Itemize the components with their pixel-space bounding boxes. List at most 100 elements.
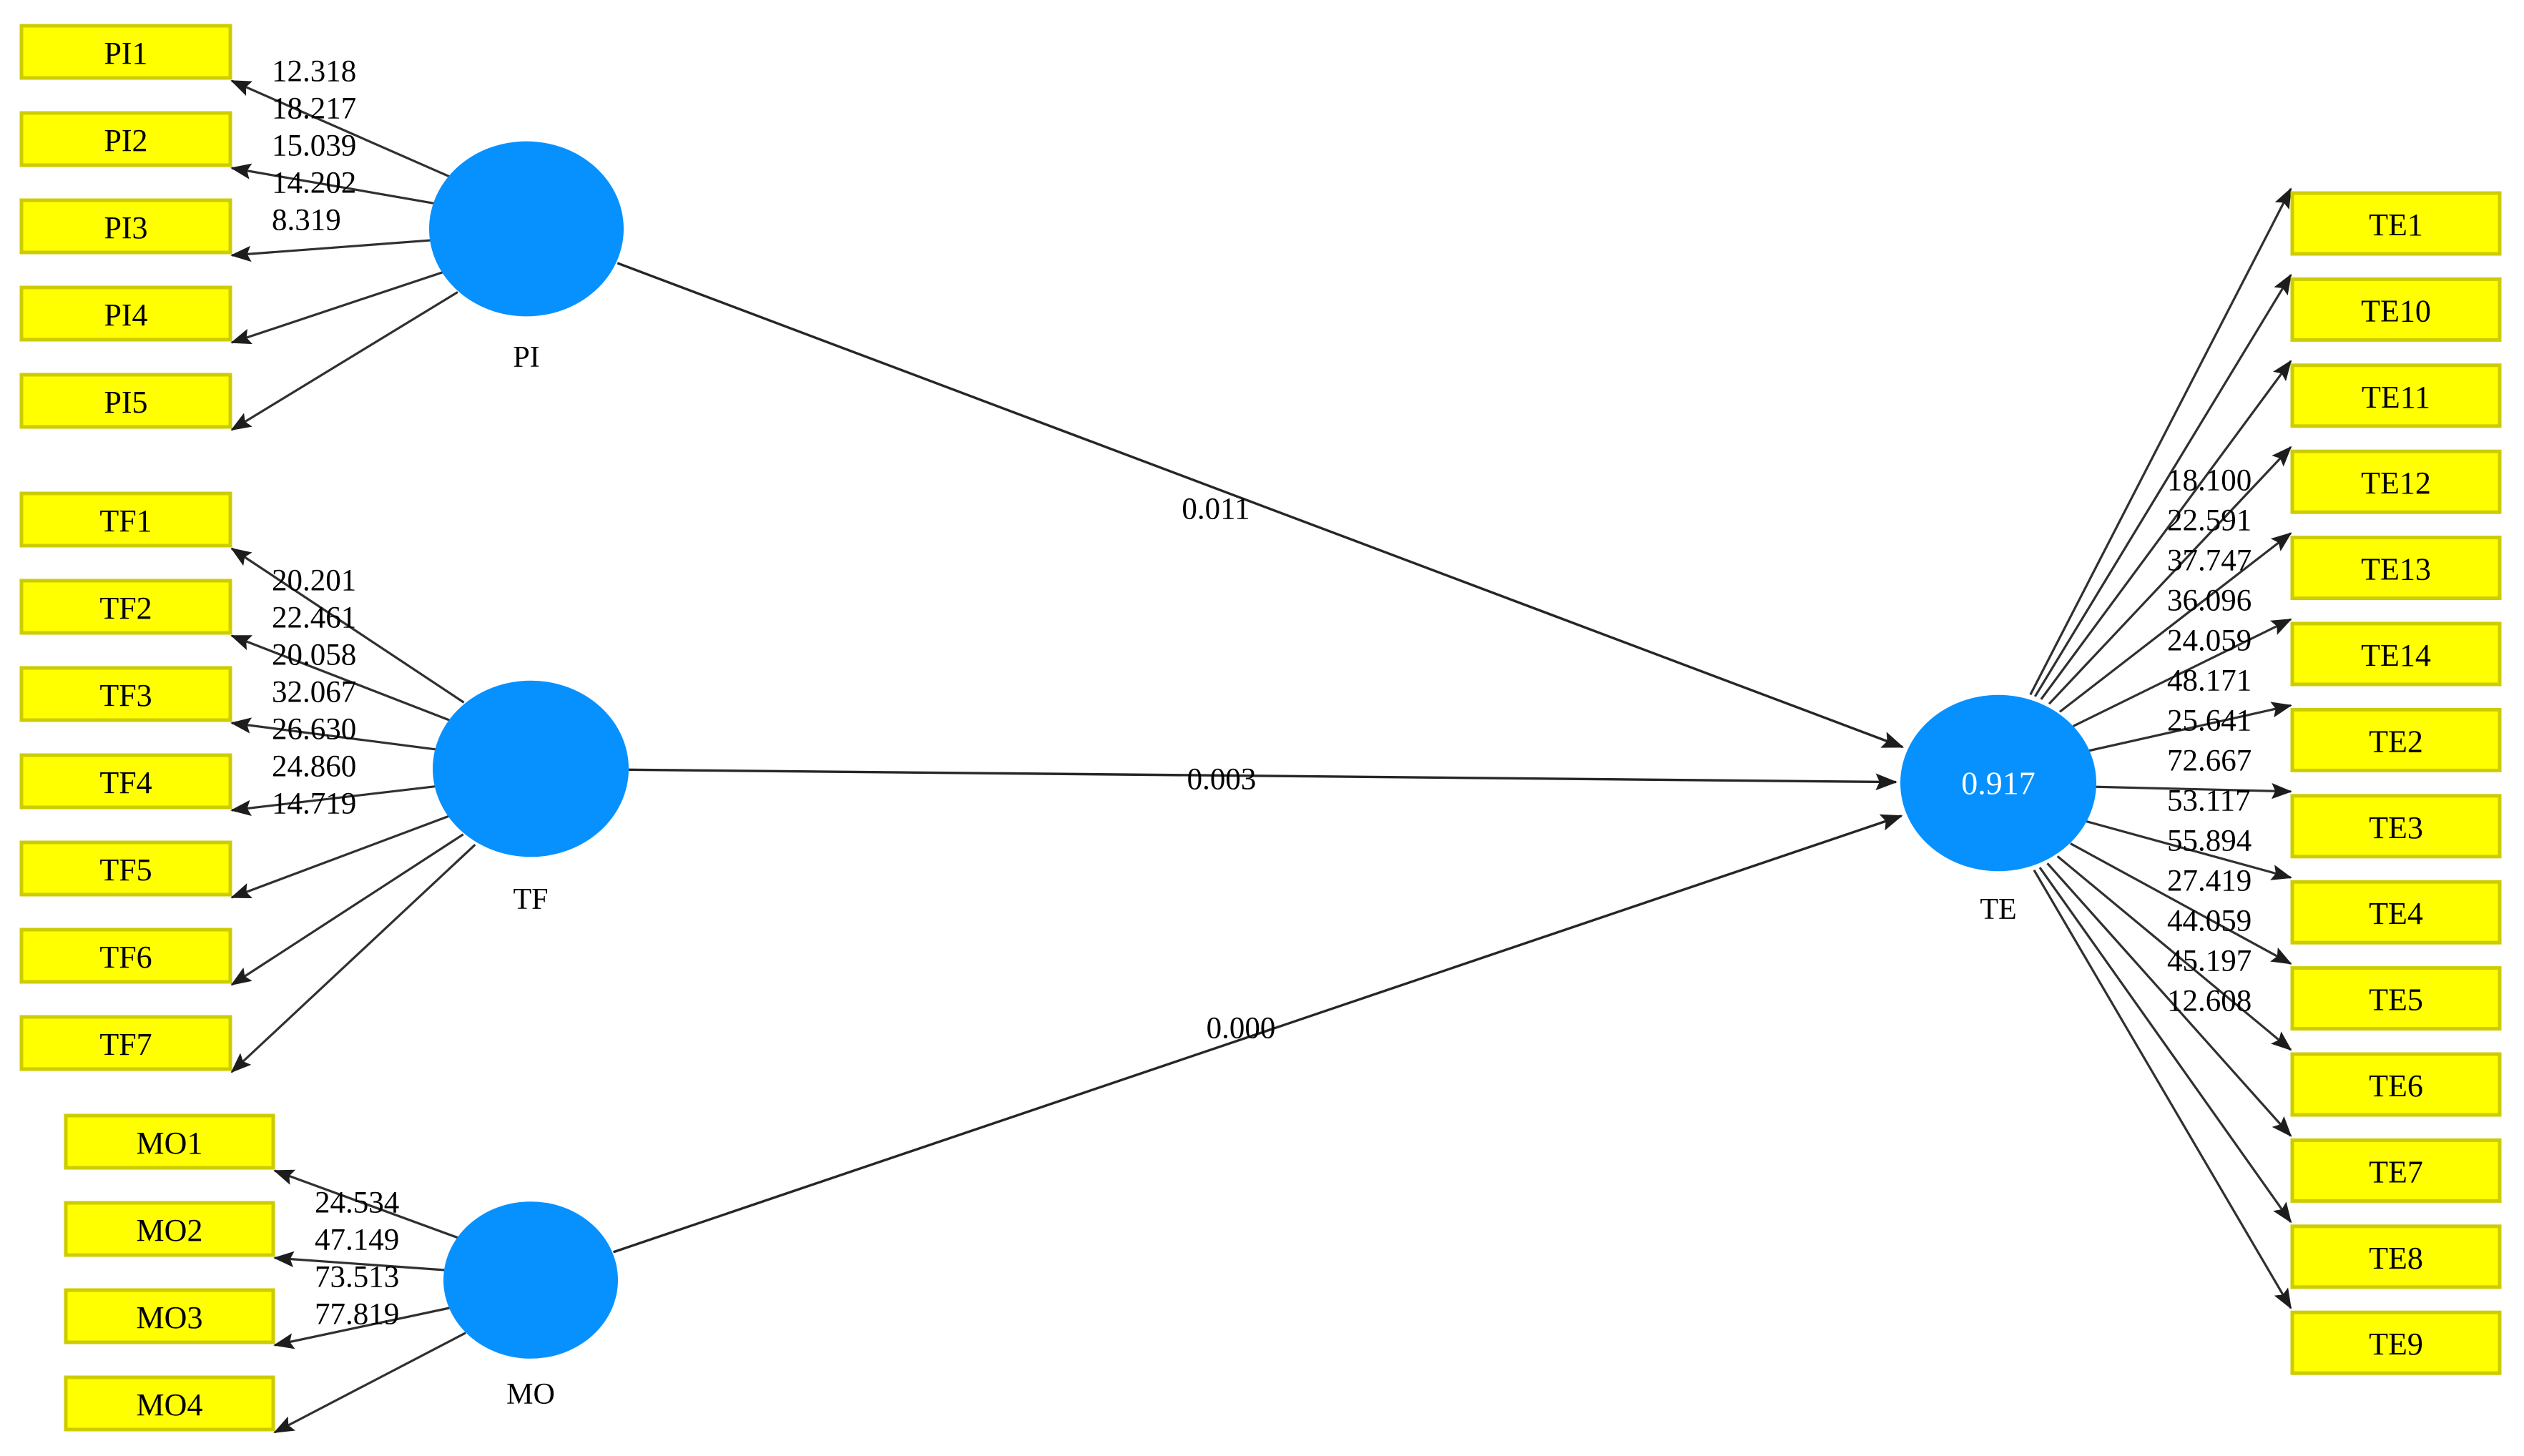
- indicator-box-TF4[interactable]: [19, 753, 232, 810]
- indicator-box-MO3[interactable]: [64, 1288, 275, 1344]
- indicator-box-TF5[interactable]: [19, 840, 232, 897]
- indicator-TF4[interactable]: TF4: [19, 753, 232, 810]
- indicator-box-TE5[interactable]: [2290, 966, 2502, 1031]
- loading-value-TE12: 36.096: [2167, 584, 2252, 618]
- loading-value-PI3: 15.039: [272, 129, 356, 163]
- indicator-TE14[interactable]: TE14: [2290, 621, 2502, 687]
- loading-value-TF5: 26.630: [272, 713, 356, 747]
- indicator-box-TE14[interactable]: [2290, 621, 2502, 687]
- measurement-arrow-PI3: [230, 239, 434, 262]
- indicator-label-TE13: TE13: [2361, 552, 2431, 587]
- indicator-box-PI1[interactable]: [19, 24, 232, 80]
- indicator-box-TF1[interactable]: [19, 491, 232, 548]
- indicator-TE4[interactable]: TE4: [2290, 880, 2502, 945]
- indicator-TE5[interactable]: TE5: [2290, 966, 2502, 1031]
- indicator-TF3[interactable]: TF3: [19, 666, 232, 722]
- indicator-box-TE10[interactable]: [2290, 277, 2502, 342]
- measurement-arrow-TF3: [230, 717, 439, 752]
- indicator-MO3[interactable]: MO3: [64, 1288, 275, 1344]
- latent-variable-MO[interactable]: MO: [443, 1201, 618, 1411]
- indicator-box-TE11[interactable]: [2290, 363, 2502, 428]
- indicator-box-TE3[interactable]: [2290, 794, 2502, 859]
- indicator-TE2[interactable]: TE2: [2290, 707, 2502, 772]
- indicator-TF6[interactable]: TF6: [19, 928, 232, 984]
- indicator-box-TE12[interactable]: [2290, 449, 2502, 514]
- indicator-label-TF7: TF7: [99, 1027, 152, 1062]
- loading-value-TE9: 12.608: [2167, 985, 2252, 1018]
- indicator-PI4[interactable]: PI4: [19, 285, 232, 342]
- indicator-MO4[interactable]: MO4: [64, 1375, 275, 1432]
- indicator-MO1[interactable]: MO1: [64, 1113, 275, 1170]
- loading-value-PI1: 12.318: [272, 55, 356, 89]
- loading-value-TE2: 25.641: [2167, 704, 2252, 738]
- indicator-box-TE1[interactable]: [2290, 191, 2502, 256]
- measurement-arrow-MO2: [273, 1251, 448, 1271]
- indicator-TF5[interactable]: TF5: [19, 840, 232, 897]
- latent-variable-PI[interactable]: PI: [429, 141, 624, 374]
- latent-circle-MO[interactable]: [443, 1201, 618, 1359]
- path-coefficient-MO-TE: 0.000: [1207, 1012, 1276, 1046]
- indicator-label-TF2: TF2: [99, 591, 152, 626]
- latent-circle-TF[interactable]: [433, 680, 629, 857]
- indicator-box-TF2[interactable]: [19, 579, 232, 635]
- measurement-arrow-TF5: [230, 815, 450, 899]
- indicator-TF7[interactable]: TF7: [19, 1015, 232, 1071]
- indicator-TE13[interactable]: TE13: [2290, 536, 2502, 601]
- measurement-arrow-TF6: [230, 833, 464, 986]
- indicator-TE9[interactable]: TE9: [2290, 1310, 2502, 1375]
- indicator-box-TF3[interactable]: [19, 666, 232, 722]
- indicator-TF1[interactable]: TF1: [19, 491, 232, 548]
- latent-circle-TE[interactable]: [1900, 694, 2096, 872]
- indicator-box-PI3[interactable]: [19, 198, 232, 255]
- latent-variable-TF[interactable]: TF: [433, 680, 629, 916]
- measurement-arrow-PI5: [230, 291, 458, 431]
- loading-value-TE6: 27.419: [2167, 865, 2252, 898]
- latent-circle-PI[interactable]: [429, 141, 624, 317]
- indicator-TE11[interactable]: TE11: [2290, 363, 2502, 428]
- measurement-arrow-TE8: [2038, 867, 2292, 1224]
- indicator-box-TE7[interactable]: [2290, 1138, 2502, 1203]
- indicator-TE8[interactable]: TE8: [2290, 1224, 2502, 1289]
- indicator-TE3[interactable]: TE3: [2290, 794, 2502, 859]
- indicator-TE7[interactable]: TE7: [2290, 1138, 2502, 1203]
- indicator-TE10[interactable]: TE10: [2290, 277, 2502, 342]
- measurement-arrow-TE3: [2092, 782, 2292, 800]
- indicator-MO2[interactable]: MO2: [64, 1201, 275, 1257]
- indicator-TE6[interactable]: TE6: [2290, 1052, 2502, 1117]
- indicator-box-TE9[interactable]: [2290, 1310, 2502, 1375]
- indicator-TE1[interactable]: TE1: [2290, 191, 2502, 256]
- indicator-label-TE2: TE2: [2369, 724, 2423, 759]
- indicator-TF2[interactable]: TF2: [19, 579, 232, 635]
- loading-value-TE1: 18.100: [2167, 464, 2252, 498]
- indicator-box-MO2[interactable]: [64, 1201, 275, 1257]
- indicator-PI5[interactable]: PI5: [19, 373, 232, 429]
- loading-value-MO1: 24.534: [315, 1186, 399, 1220]
- indicator-box-PI4[interactable]: [19, 285, 232, 342]
- indicator-box-TE2[interactable]: [2290, 707, 2502, 772]
- indicator-box-PI2[interactable]: [19, 111, 232, 167]
- indicator-PI3[interactable]: PI3: [19, 198, 232, 255]
- indicator-box-TE4[interactable]: [2290, 880, 2502, 945]
- indicator-TE12[interactable]: TE12: [2290, 449, 2502, 514]
- indicator-box-PI5[interactable]: [19, 373, 232, 429]
- indicator-label-TE12: TE12: [2361, 466, 2431, 501]
- path-coefficient-PI-TE: 0.011: [1182, 493, 1249, 526]
- indicator-box-TE8[interactable]: [2290, 1224, 2502, 1289]
- indicator-box-TE6[interactable]: [2290, 1052, 2502, 1117]
- measurement-arrow-PI1: [230, 79, 450, 178]
- indicator-label-TF4: TF4: [99, 765, 152, 800]
- indicator-label-TE14: TE14: [2361, 638, 2431, 673]
- indicator-PI2[interactable]: PI2: [19, 111, 232, 167]
- indicator-boxes-layer: PI1PI2PI3PI4PI5TF1TF2TF3TF4TF5TF6TF7MO1M…: [19, 24, 2502, 1432]
- indicator-box-MO4[interactable]: [64, 1375, 275, 1432]
- indicator-PI1[interactable]: PI1: [19, 24, 232, 80]
- indicator-box-TF6[interactable]: [19, 928, 232, 984]
- measurement-arrow-TE14: [2073, 618, 2292, 727]
- indicator-box-TE13[interactable]: [2290, 536, 2502, 601]
- indicator-box-MO1[interactable]: [64, 1113, 275, 1170]
- indicator-label-TE3: TE3: [2369, 810, 2423, 845]
- indicator-box-TF7[interactable]: [19, 1015, 232, 1071]
